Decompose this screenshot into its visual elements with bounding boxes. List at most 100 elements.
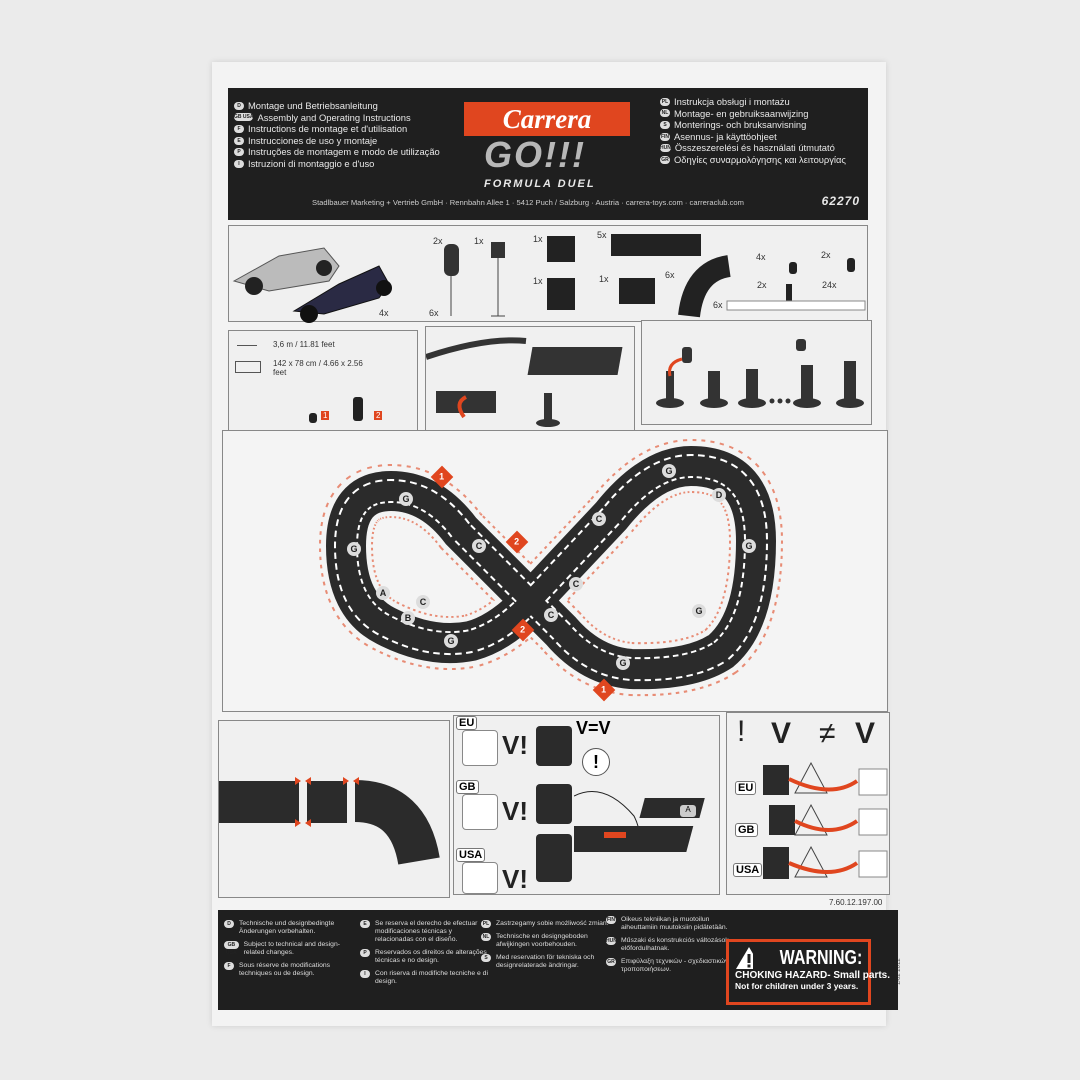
warning-mark: ! <box>737 715 746 748</box>
figure-eight-track <box>318 438 784 697</box>
legend-panel: 3,6 m / 11.81 feet 142 x 78 cm / 4.66 x … <box>228 330 418 435</box>
track-piece-label: D <box>712 488 726 502</box>
carrera-logo: Carrera <box>464 102 630 136</box>
region-gb: GB <box>456 780 479 794</box>
lang-code: E <box>234 136 244 145</box>
footer-note-text: Technische en designgeboden afwijkingen … <box>496 933 588 948</box>
qty-a: 1x <box>533 234 543 244</box>
lang-code: P <box>234 148 244 157</box>
power-connection-panel: EU GB USA V! V! V! V=V ! A <box>453 715 720 895</box>
assembly-step-connect <box>425 326 635 432</box>
race-car-silver <box>232 247 340 295</box>
lang-code: F <box>234 124 244 133</box>
footer-note: FIN Oikeus tekniikan ja muotoilun aiheutt… <box>606 916 731 932</box>
track-piece-label: A <box>376 586 390 600</box>
qty-connector: 24x <box>822 280 837 290</box>
footer-note-text: Sous réserve de modifications techniques… <box>239 962 331 977</box>
eu-socket-icon <box>462 730 498 766</box>
footer-note: F Sous réserve de modifications technique… <box>224 962 354 978</box>
parts-panel: 2x 1x 1x 1x 5x 1x 6x 4x 2x 2x 24x 4x 6x … <box>228 225 868 323</box>
warning-triangle-icon <box>736 947 753 969</box>
track-piece-label: G <box>347 542 361 556</box>
document-code: 7.60.12.197.00 <box>829 898 883 907</box>
support-number-1: 1 <box>321 411 330 420</box>
lang-code: HUN <box>606 937 617 945</box>
qty-support-large: 2x <box>757 280 767 290</box>
support-number-2: 2 <box>374 411 383 420</box>
footer-note-text: Subject to technical and design-related … <box>243 941 340 956</box>
lang-label: Assembly and Operating Instructions <box>257 111 411 123</box>
lang-code: HUN <box>660 144 671 153</box>
go-logo: GO!!! <box>484 134 586 175</box>
lang-code: S <box>481 954 491 962</box>
footer-note-text: Med reservation för tekniska och designr… <box>496 954 595 969</box>
warning-circle-icon: ! <box>582 748 610 776</box>
track-piece-g <box>678 255 732 318</box>
track-piece-label: G <box>399 492 413 506</box>
adapter-eu-icon <box>536 726 572 766</box>
parts-illustration <box>232 234 866 323</box>
qty-c: 5x <box>597 230 607 240</box>
lang-label: Montage- en gebruiksaanwijzing <box>674 107 809 119</box>
lang-code: FIN <box>660 132 670 141</box>
lang-label: Összeszerelési és használati útmutató <box>674 142 835 154</box>
support-large-icon <box>353 397 363 421</box>
lang-code: I <box>360 970 370 978</box>
track-a-label: A <box>680 805 696 817</box>
qty-pin: 6x <box>429 308 439 318</box>
adapter-gb-icon <box>536 784 572 824</box>
region-usa: USA <box>456 848 486 862</box>
footer-note-text: Επιφύλαξη τεχνικών - σχεδιαστικών τροποπ… <box>621 958 729 973</box>
qty-support-small: 4x <box>756 252 766 262</box>
lang-code: PL <box>660 97 670 106</box>
track-piece-c <box>611 234 701 256</box>
footer-note-text: Technische und designbedingte Änderungen… <box>239 920 335 935</box>
lang-code: FIN <box>606 916 616 924</box>
qty-b: 1x <box>533 276 543 286</box>
footer-note-text: Reservados os direitos de alterações téc… <box>375 949 487 964</box>
footer-note: HUN Műszaki és konstrukciós változások el… <box>606 937 731 953</box>
voltage-warning-panel: ! V ≠ V EU GB USA <box>726 712 890 895</box>
footer-note-text: Con riserva di modifiche tecniche e di d… <box>375 970 488 985</box>
footer-note: S Med reservation för tekniska och design… <box>481 954 609 970</box>
assembly-step-supports <box>641 320 872 425</box>
clip-icon <box>847 258 855 272</box>
track-piece-label: C <box>569 577 583 591</box>
lang-label: Monterings- och bruksanvisning <box>674 119 807 131</box>
footer-note: NL Technische en designgeboden afwijkinge… <box>481 933 609 949</box>
gb-socket-icon <box>462 794 498 830</box>
lang-label: Montage und Betriebsanleitung <box>248 100 378 111</box>
lang-code: P <box>360 949 370 957</box>
footer-col-4: FIN Oikeus tekniikan ja muotoilun aiheutt… <box>606 916 731 979</box>
area-rect-icon <box>235 361 261 373</box>
footer-note-text: Zastrzegamy sobie możliwość zmian. <box>496 920 609 927</box>
lang-label: Instructions de montage et d'utilisation <box>248 123 408 135</box>
warning-line-1: CHOKING HAZARD- Small parts. <box>735 970 891 981</box>
qty-controller: 2x <box>433 236 443 246</box>
track-joining-panel <box>218 720 450 898</box>
lang-code: F <box>224 962 234 970</box>
track-piece-b <box>547 278 575 310</box>
footer-note-text: Oikeus tekniikan ja muotoilun aiheuttami… <box>621 916 728 931</box>
hand-controller-icon <box>444 244 459 276</box>
border-strip-icon <box>726 300 866 311</box>
lang-code: NL <box>481 933 491 941</box>
qty-d: 1x <box>599 274 609 284</box>
company-address: Stadlbauer Marketing + Vertrieb GmbH · R… <box>312 198 744 207</box>
footer-note-text: Műszaki és konstrukciós változások előfo… <box>621 937 729 952</box>
track-piece-label: C <box>416 595 430 609</box>
lang-label: Instruções de montagem e modo de utiliza… <box>248 146 440 158</box>
footer-note: I Con riserva di modifiche tecniche e di … <box>360 970 488 986</box>
track-piece-label: C <box>472 539 486 553</box>
